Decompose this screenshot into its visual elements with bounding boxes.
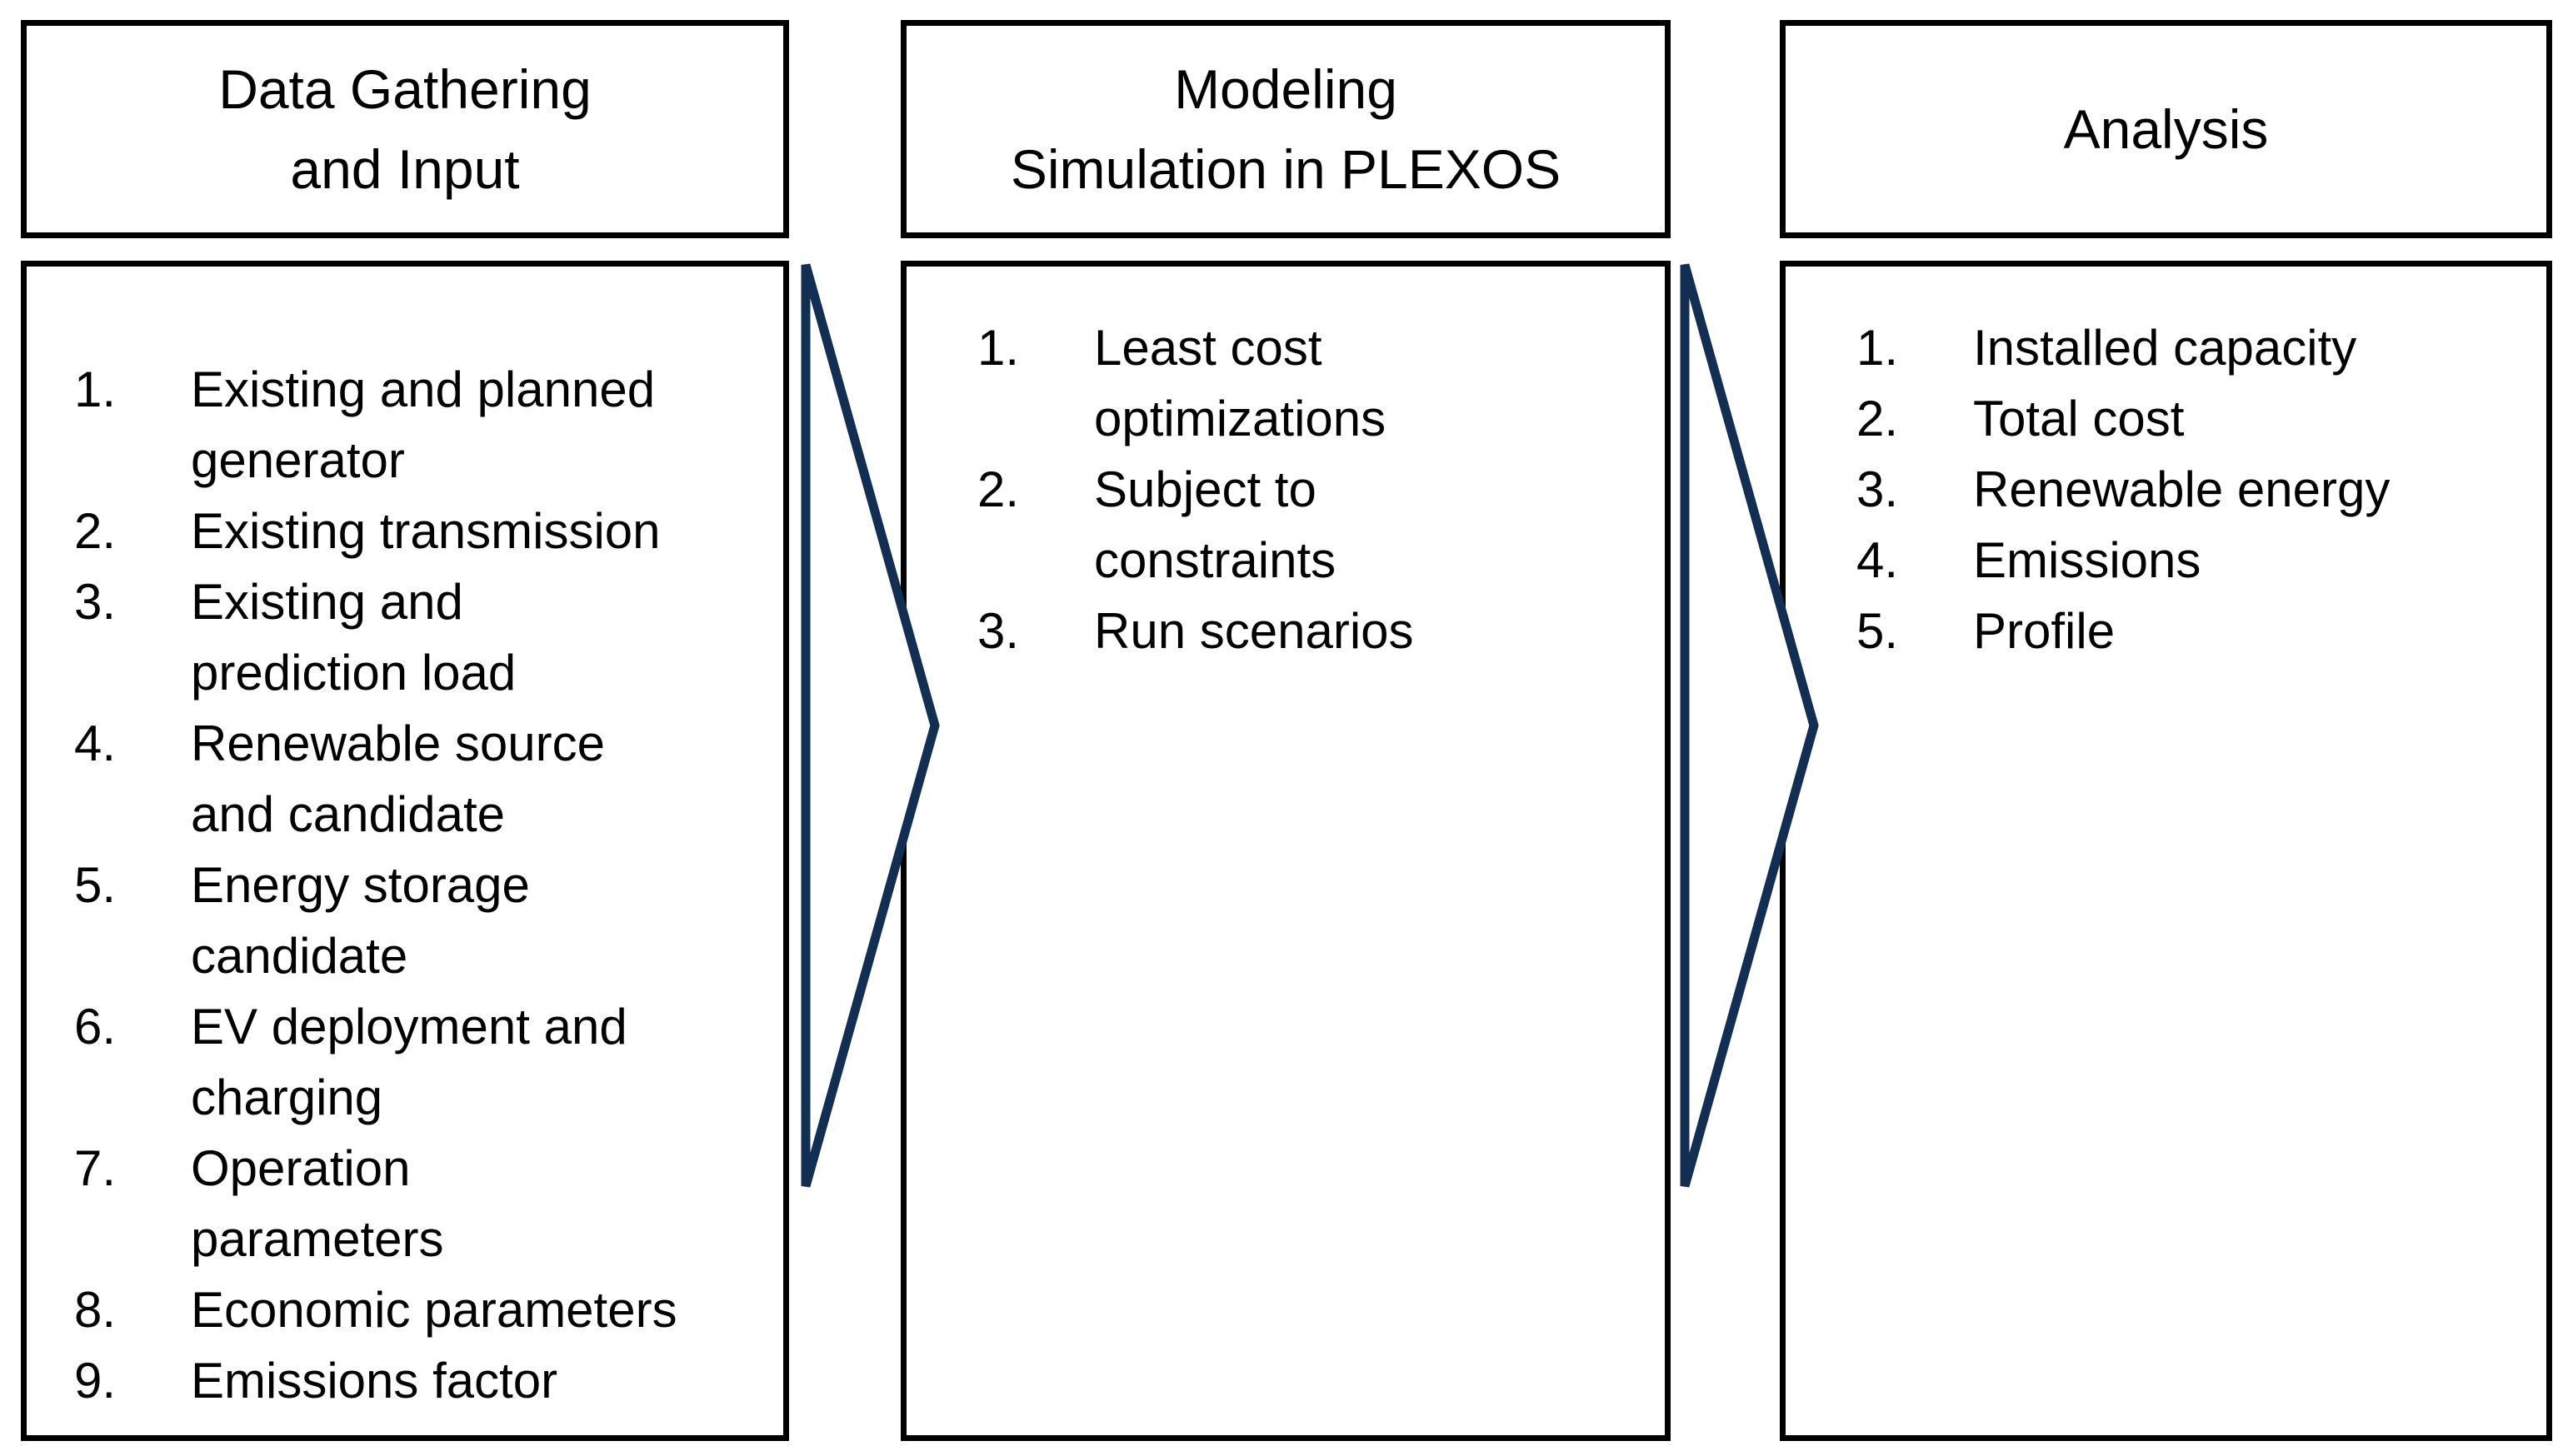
body-box-modeling: 1. Least cost optimizations 2. Subject t… (901, 261, 1671, 1441)
item-number: 5. (74, 857, 117, 913)
data-gathering-list: 1. Existing and planned generator 2. Exi… (27, 267, 783, 1435)
item-number: 1. (1856, 320, 1899, 376)
analysis-list: 1. Installed capacity 2. Total cost 3. R… (1786, 267, 2546, 1435)
item-text: Profile (1973, 603, 2116, 659)
list-item: 2. Subject to constraints (977, 454, 1648, 596)
item-number: 1. (977, 320, 1020, 376)
list-item: 4. Emissions (1856, 525, 2530, 596)
body-box-analysis: 1. Installed capacity 2. Total cost 3. R… (1780, 261, 2552, 1441)
list-item: 5. Profile (1856, 596, 2530, 666)
item-number: 2. (1856, 391, 1899, 446)
header-title-modeling: Modeling Simulation in PLEXOS (1010, 58, 1561, 200)
item-text: Renewable energy (1973, 461, 2391, 517)
list-item: 7. Operation parameters (74, 1133, 767, 1274)
item-text: Energy storage candidate (191, 857, 530, 984)
item-text: Renewable source and candidate (191, 716, 605, 842)
item-text: Emissions factor (191, 1353, 558, 1409)
header-title-data-gathering: Data Gathering and Input (218, 58, 592, 200)
list-item: 1. Existing and planned generator (74, 354, 767, 496)
item-text: EV deployment and charging (191, 999, 627, 1125)
item-number: 9. (74, 1353, 117, 1409)
flow-arrow-icon (801, 263, 940, 1188)
item-text: Economic parameters (191, 1282, 677, 1338)
item-text: Operation parameters (191, 1140, 444, 1267)
item-text: Total cost (1973, 391, 2185, 446)
list-item: 4. Renewable source and candidate (74, 708, 767, 850)
item-number: 3. (1856, 461, 1899, 517)
header-box-data-gathering: Data Gathering and Input (21, 20, 789, 238)
item-number: 6. (74, 999, 117, 1055)
header-title-analysis: Analysis (2063, 98, 2269, 160)
item-text: Installed capacity (1973, 320, 2357, 376)
list-item: 3. Renewable energy (1856, 454, 2530, 525)
item-text: Subject to constraints (1094, 461, 1336, 588)
item-number: 4. (1856, 532, 1899, 588)
item-number: 5. (1856, 603, 1899, 659)
list-item: 1. Installed capacity (1856, 312, 2530, 383)
modeling-list: 1. Least cost optimizations 2. Subject t… (907, 267, 1665, 1435)
item-text: Existing transmission (191, 503, 661, 559)
item-text: Run scenarios (1094, 603, 1414, 659)
item-number: 1. (74, 362, 117, 417)
list-item: 9. Emissions factor (74, 1345, 767, 1416)
item-number: 8. (74, 1282, 117, 1338)
item-number: 4. (74, 716, 117, 771)
flow-arrow-shape (801, 263, 940, 1188)
item-number: 3. (977, 603, 1020, 659)
list-item: 8. Economic parameters (74, 1274, 767, 1345)
list-item: 3. Existing and prediction load (74, 566, 767, 708)
item-number: 2. (74, 503, 117, 559)
item-number: 2. (977, 461, 1020, 517)
header-box-modeling: Modeling Simulation in PLEXOS (901, 20, 1671, 238)
item-text: Emissions (1973, 532, 2201, 588)
item-text: Existing and prediction load (191, 574, 517, 701)
body-box-data-gathering: 1. Existing and planned generator 2. Exi… (21, 261, 789, 1441)
list-item: 1. Least cost optimizations (977, 312, 1648, 454)
item-text: Least cost optimizations (1094, 320, 1386, 446)
header-box-analysis: Analysis (1780, 20, 2552, 238)
flow-arrow-shape (1680, 263, 1819, 1188)
list-item: 2. Total cost (1856, 383, 2530, 454)
item-number: 3. (74, 574, 117, 630)
item-text: Existing and planned generator (191, 362, 656, 488)
list-item: 5. Energy storage candidate (74, 850, 767, 991)
list-item: 3. Run scenarios (977, 596, 1648, 666)
flow-arrow-icon (1680, 263, 1819, 1188)
list-item: 6. EV deployment and charging (74, 991, 767, 1133)
item-number: 7. (74, 1140, 117, 1196)
list-item: 2. Existing transmission (74, 496, 767, 566)
